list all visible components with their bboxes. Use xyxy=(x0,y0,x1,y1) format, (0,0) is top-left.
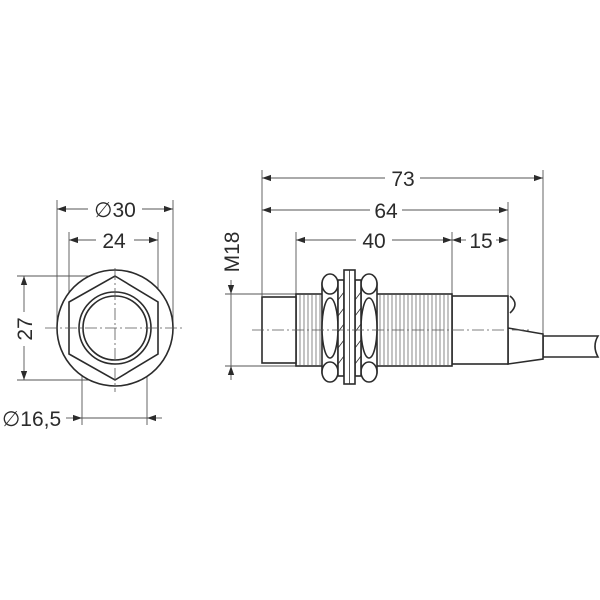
dim-rear-length: 15 xyxy=(452,230,508,253)
dim-hex-width: 24 xyxy=(69,230,158,253)
dim-outer-diameter: ∅30 xyxy=(57,199,173,222)
strain-relief xyxy=(507,327,544,365)
dim-thread-size: M18 xyxy=(221,232,244,380)
dim-thread-length: 40 xyxy=(296,230,452,253)
dim-hex-height: 27 xyxy=(14,276,37,380)
label-face-diameter: ∅16,5 xyxy=(2,408,61,431)
label-hex-width: 24 xyxy=(102,230,126,253)
side-view: 73 64 40 15 M18 xyxy=(221,168,600,385)
dim-face-diameter: ∅16,5 xyxy=(2,408,162,431)
label-outer-diameter: ∅30 xyxy=(94,199,136,222)
mounting-nuts xyxy=(321,269,378,385)
label-thread-size: M18 xyxy=(221,232,244,273)
label-thread-length: 40 xyxy=(362,230,385,253)
dim-body-length: 64 xyxy=(262,200,508,223)
front-view: ∅30 24 27 ∅16,5 xyxy=(2,199,185,431)
label-hex-height: 27 xyxy=(14,317,37,340)
dim-total-length: 73 xyxy=(262,168,543,191)
label-body-length: 64 xyxy=(374,200,398,223)
label-rear-length: 15 xyxy=(469,230,492,253)
label-total-length: 73 xyxy=(391,168,414,191)
led-indicator xyxy=(509,295,516,314)
cable xyxy=(542,335,600,358)
